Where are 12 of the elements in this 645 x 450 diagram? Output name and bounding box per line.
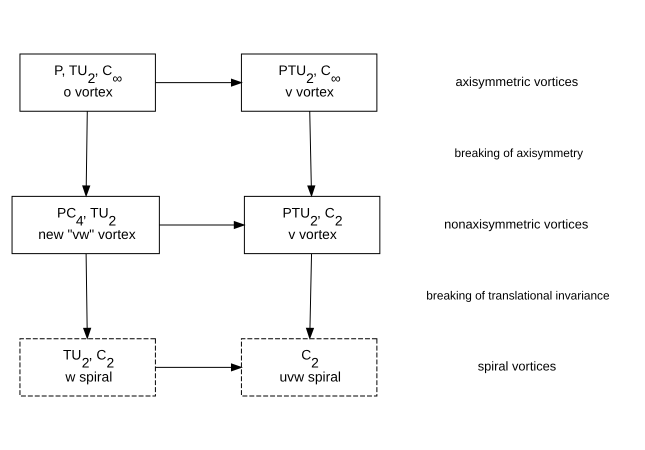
label: breaking of axisymmetry [454,146,584,160]
arrow [155,78,243,87]
label: nonaxisymmetric vortices [444,216,588,232]
arrow [307,110,316,198]
arrow [306,253,314,340]
label: spiral vortices [478,358,556,374]
label: axisymmetric vortices [455,74,578,89]
arrow [82,110,90,198]
label: breaking of translational invariance [426,288,610,302]
arrow [155,363,243,372]
arrow [159,220,246,230]
arrow [82,253,92,340]
